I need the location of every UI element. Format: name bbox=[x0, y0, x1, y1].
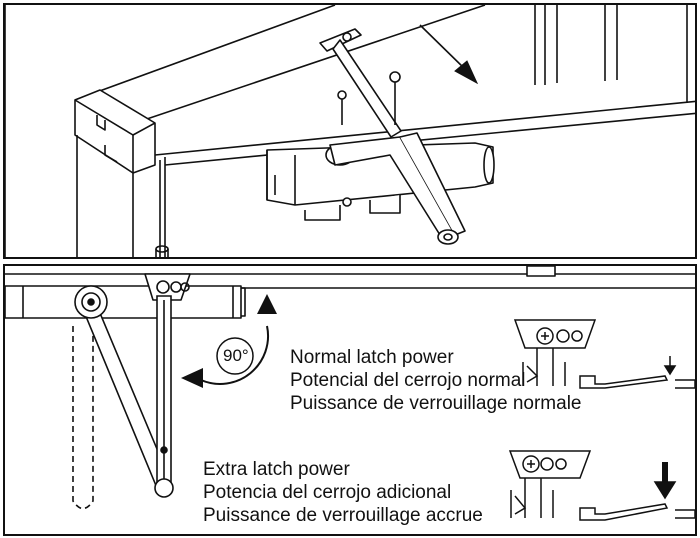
swing-direction-arrow bbox=[419, 24, 479, 85]
door-closer-body bbox=[266, 132, 495, 245]
normal-latch-detail bbox=[513, 319, 695, 389]
extra-latch-labels: Extra latch power Potencia del cerrojo a… bbox=[203, 458, 483, 527]
closer-arm-assembly bbox=[72, 285, 174, 510]
normal-latch-label-fr: Puissance de verrouillage normale bbox=[290, 393, 582, 414]
extra-latch-label-en: Extra latch power bbox=[203, 459, 350, 480]
latch-power-panel: 90° Normal latch power Potencial del cer… bbox=[3, 264, 697, 536]
rotation-90-indicator bbox=[181, 294, 277, 388]
extra-latch-label-es: Potencia del cerrojo adicional bbox=[203, 482, 452, 503]
normal-latch-labels: Normal latch power Potencial del cerrojo… bbox=[290, 346, 582, 415]
normal-latch-label-en: Normal latch power bbox=[290, 347, 454, 368]
angle-label: 90° bbox=[223, 346, 249, 365]
normal-latch-label-es: Potencial del cerrojo normal bbox=[290, 370, 526, 391]
parallel-arm bbox=[319, 28, 402, 138]
extra-latch-label-fr: Puissance de verrouillage accrue bbox=[203, 505, 483, 526]
extra-latch-detail bbox=[508, 450, 695, 521]
installation-panel bbox=[3, 3, 697, 259]
installation-illustration bbox=[5, 5, 695, 257]
latch-power-illustration bbox=[5, 266, 695, 521]
